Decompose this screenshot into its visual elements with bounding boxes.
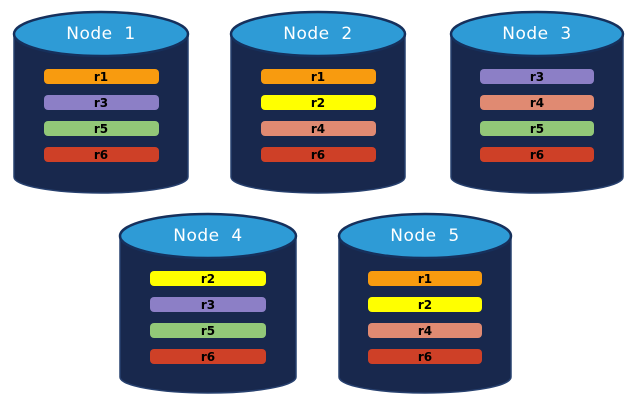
replica-label: r6	[310, 147, 326, 162]
replica-bar[interactable]: r1	[260, 69, 376, 84]
replica-label: r4	[529, 95, 545, 110]
replica-bar[interactable]: r4	[260, 121, 376, 136]
replica-label: r1	[310, 69, 326, 84]
replica-bar[interactable]: r6	[43, 147, 159, 162]
replica-bar[interactable]: r5	[150, 323, 266, 338]
replica-label: r4	[417, 323, 433, 338]
cylinder-top-cap	[12, 10, 190, 58]
replica-label: r2	[417, 297, 433, 312]
replica-label: r6	[93, 147, 109, 162]
replica-list: r2 r3 r5 r6	[118, 271, 298, 364]
replica-bar[interactable]: r2	[150, 271, 266, 286]
replica-bar[interactable]: r5	[43, 121, 159, 136]
replica-bar[interactable]: r2	[368, 297, 482, 312]
replica-bar[interactable]: r3	[43, 95, 159, 110]
replica-bar[interactable]: r1	[368, 271, 482, 286]
cylinder-top-cap	[449, 10, 625, 58]
replica-label: r2	[200, 271, 216, 286]
replica-bar[interactable]: r4	[368, 323, 482, 338]
replica-label: r5	[529, 121, 545, 136]
replica-bar[interactable]: r5	[480, 121, 594, 136]
replica-list: r1 r2 r4 r6	[337, 271, 513, 364]
replica-label: r6	[529, 147, 545, 162]
replica-label: r6	[200, 349, 216, 364]
cylinder-top-cap	[118, 212, 298, 260]
replica-list: r1 r2 r4 r6	[229, 69, 407, 162]
replica-label: r4	[310, 121, 326, 136]
replica-label: r6	[417, 349, 433, 364]
replica-bar[interactable]: r6	[480, 147, 594, 162]
replica-list: r1 r3 r5 r6	[12, 69, 190, 162]
cylinder-top-cap	[229, 10, 407, 58]
replica-bar[interactable]: r3	[480, 69, 594, 84]
replica-bar[interactable]: r3	[150, 297, 266, 312]
replica-bar[interactable]: r6	[260, 147, 376, 162]
replica-bar[interactable]: r6	[150, 349, 266, 364]
replica-bar[interactable]: r2	[260, 95, 376, 110]
replica-label: r1	[417, 271, 433, 286]
replica-label: r5	[93, 121, 109, 136]
replica-label: r5	[200, 323, 216, 338]
replica-bar[interactable]: r1	[43, 69, 159, 84]
replica-label: r3	[529, 69, 545, 84]
replica-bar[interactable]: r6	[368, 349, 482, 364]
replica-label: r2	[310, 95, 326, 110]
replica-list: r3 r4 r5 r6	[449, 69, 625, 162]
replica-label: r1	[93, 69, 109, 84]
replica-label: r3	[93, 95, 109, 110]
replica-bar[interactable]: r4	[480, 95, 594, 110]
replica-label: r3	[200, 297, 216, 312]
cylinder-top-cap	[337, 212, 513, 260]
